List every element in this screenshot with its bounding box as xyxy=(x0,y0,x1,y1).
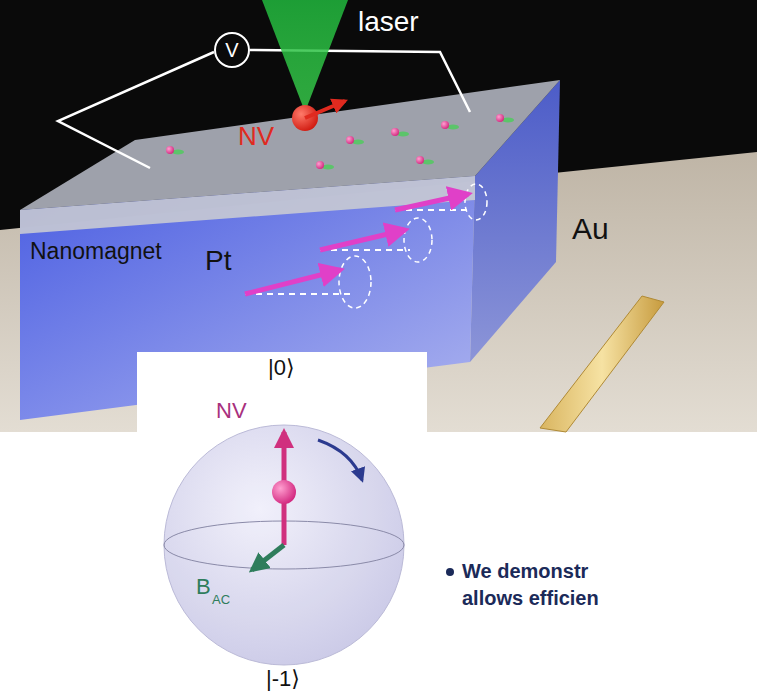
node-text: V xyxy=(225,39,238,61)
rotation-arrow xyxy=(318,440,362,480)
nv-spin xyxy=(441,121,449,129)
state-label: |0⟩ xyxy=(268,355,295,380)
state-label: |-1⟩ xyxy=(266,666,300,691)
nv-label: NV xyxy=(216,398,247,423)
magnetization-arrow xyxy=(395,194,468,210)
nv-spin xyxy=(416,156,424,164)
electrode-label: Au xyxy=(572,212,609,247)
nv-spin xyxy=(316,161,324,169)
magnet-label: Nanomagnet xyxy=(30,238,162,264)
voltage-wire xyxy=(58,52,214,168)
nv-spin xyxy=(166,146,174,154)
precession-cone xyxy=(339,256,371,308)
magnet-label: Nanomagnet xyxy=(30,238,162,264)
nv-ensemble xyxy=(166,114,514,170)
state-label: |-1⟩ xyxy=(266,666,300,691)
bullet xyxy=(446,568,454,576)
nv-spin xyxy=(496,114,504,122)
nv-label: NV xyxy=(238,122,274,152)
field-label: B xyxy=(196,574,211,599)
nv-label: NV xyxy=(216,398,247,423)
layer-label: Pt xyxy=(205,245,231,277)
dashed-axis xyxy=(245,293,350,295)
beam-label: laser xyxy=(358,6,419,38)
gold-stripline xyxy=(540,296,664,432)
ac-field-arrow xyxy=(252,545,284,570)
nv-spin-arrow xyxy=(305,101,345,118)
field-label: B xyxy=(196,574,211,599)
nv-spin xyxy=(391,128,399,136)
inset-panel xyxy=(137,352,427,694)
state-label: |0⟩ xyxy=(268,355,295,380)
beam-label: laser xyxy=(358,6,419,38)
precession-cone xyxy=(465,184,487,220)
voltage-wire xyxy=(250,50,470,112)
field-subscript: AC xyxy=(212,593,230,608)
layer-label: Pt xyxy=(205,245,231,277)
platinum-front-band xyxy=(20,176,475,234)
magnetization-arrow xyxy=(245,270,340,294)
magnetization-arrows xyxy=(245,184,487,308)
bullet-text: We demonstr allows efficien xyxy=(462,558,637,612)
nv-spin xyxy=(346,136,354,144)
nv-state-sphere xyxy=(272,480,296,504)
nv-label: NV xyxy=(238,122,274,152)
bullet-text: We demonstr allows efficien xyxy=(462,558,637,612)
magnetization-arrow xyxy=(320,230,405,250)
voltmeter-circle: V xyxy=(214,32,250,68)
field-subscript: AC xyxy=(212,590,230,608)
bloch-sphere xyxy=(164,425,404,665)
precession-cone xyxy=(404,218,432,262)
laser-beam xyxy=(262,0,348,112)
electrode-label: Au xyxy=(572,212,609,247)
